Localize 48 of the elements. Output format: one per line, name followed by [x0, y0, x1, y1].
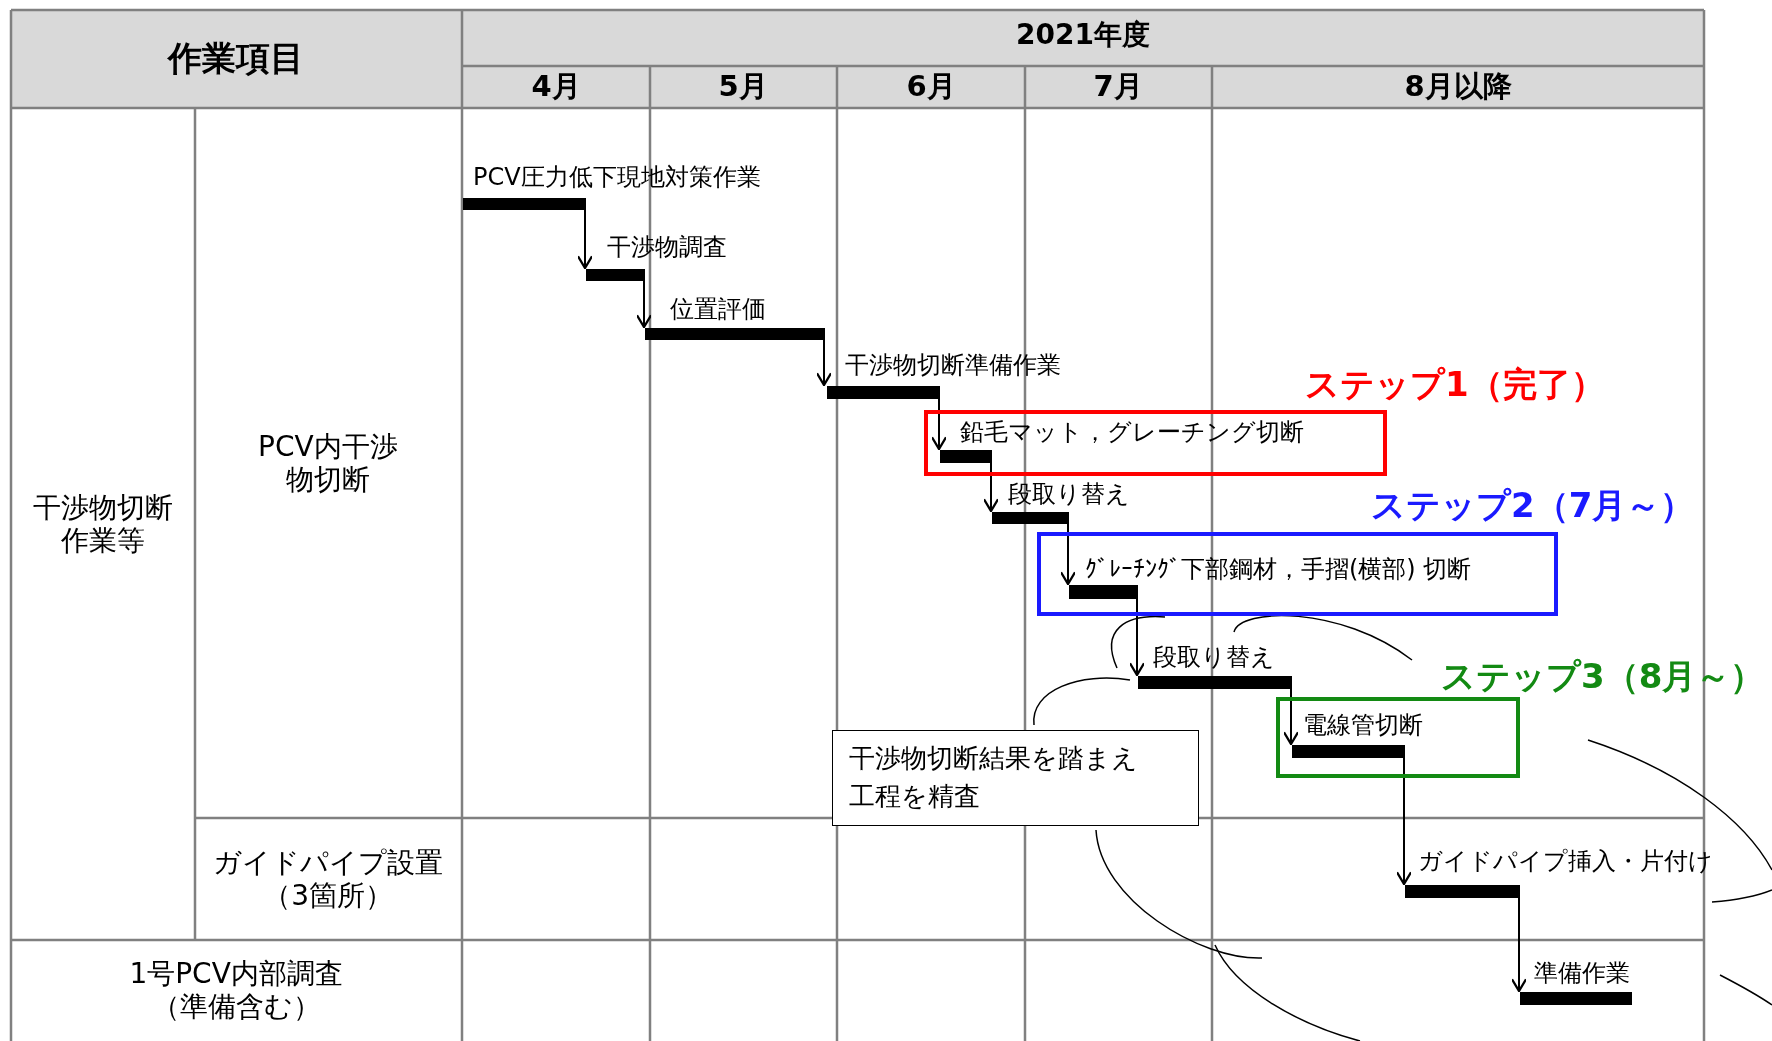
arrow	[1128, 598, 1146, 677]
arrow	[815, 339, 833, 387]
step-title: ステップ1（完了）	[1305, 364, 1605, 404]
arrow	[635, 280, 653, 329]
task-label: 干渉物調査	[607, 233, 727, 261]
task-label: 段取り替え	[1008, 480, 1130, 508]
task-label: 準備作業	[1534, 959, 1630, 987]
column-heading: 作業項目	[166, 37, 305, 79]
column-heading: 7月	[1092, 68, 1144, 104]
arrow	[982, 462, 1000, 513]
task-bar	[992, 512, 1069, 524]
arrow	[1510, 897, 1528, 993]
column-heading: 8月以降	[1403, 68, 1513, 104]
row-heading: ガイドパイプ設置（3箇所）	[212, 845, 445, 913]
task-bar	[645, 328, 825, 340]
task-bar	[1138, 676, 1292, 689]
task-bar	[1520, 992, 1632, 1005]
arrow	[576, 209, 594, 270]
task-bar	[827, 386, 940, 399]
note-box	[832, 730, 1199, 826]
step-title: ステップ2（7月～）	[1371, 485, 1695, 525]
arrow	[930, 398, 948, 451]
task-label: 段取り替え	[1153, 643, 1275, 671]
task-label: ガイドパイプ挿入・片付け	[1418, 847, 1713, 875]
arrow	[1059, 523, 1077, 586]
column-heading: 6月	[905, 68, 957, 104]
arrow	[1395, 757, 1413, 886]
task-bar	[586, 269, 645, 281]
note-text: 干渉物切断結果を踏まえ工程を精査	[849, 742, 1139, 813]
column-heading: 4月	[530, 68, 582, 104]
step-title: ステップ3（8月～）	[1441, 656, 1765, 696]
task-bar	[1405, 885, 1520, 898]
task-label: 鉛毛マット，グレーチング切断	[960, 418, 1304, 446]
task-bar	[1292, 745, 1405, 758]
task-bar	[940, 450, 992, 463]
task-label: 干渉物切断準備作業	[845, 351, 1061, 379]
task-bar	[1069, 585, 1138, 599]
task-bar	[463, 198, 586, 210]
task-label: 位置評価	[670, 295, 766, 323]
row-heading: 干渉物切断作業等	[31, 490, 174, 558]
arrow	[1282, 688, 1300, 746]
task-label: PCV圧力低下現地対策作業	[473, 163, 761, 191]
row-heading: 1号PCV内部調査（準備含む）	[128, 956, 344, 1024]
task-label: ｸﾞﾚｰﾁﾝｸﾞ下部鋼材，手摺(横部) 切断	[1085, 555, 1472, 583]
row-heading: PCV内干渉物切断	[257, 429, 399, 497]
task-label: 電線管切断	[1303, 711, 1423, 739]
column-heading: 2021年度	[1015, 18, 1151, 52]
column-heading: 5月	[717, 68, 769, 104]
